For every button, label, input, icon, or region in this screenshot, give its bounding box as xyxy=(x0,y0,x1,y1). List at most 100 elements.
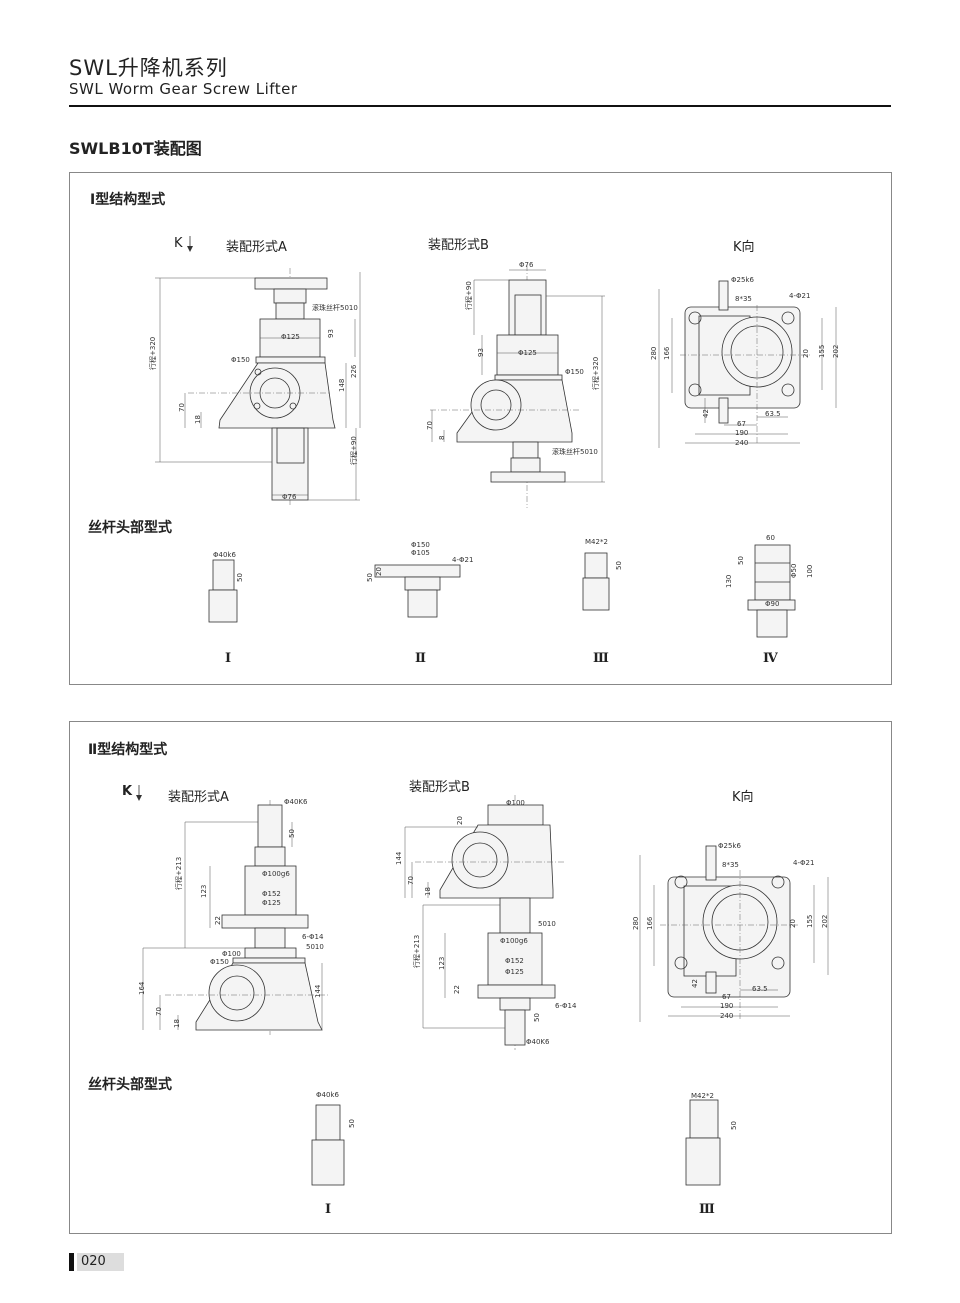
dimension-label: Φ100 xyxy=(222,950,241,958)
dimension-label: 144 xyxy=(395,851,403,865)
dimension-label: 行程+90 xyxy=(464,281,473,310)
k-view-label: K向 xyxy=(733,240,755,255)
dimension-label: 行程+90 xyxy=(349,436,358,465)
dimension-label: 滚珠丝杆5010 xyxy=(552,447,598,456)
panel-title: Ⅱ型结构型式 xyxy=(88,742,168,758)
dimension-label: 155 xyxy=(806,915,814,928)
dimension-label: 50 xyxy=(288,829,296,838)
dimension-label: 50 xyxy=(533,1013,541,1022)
dimension-label: 100 xyxy=(806,565,814,578)
head-type-label: Ⅲ xyxy=(699,1202,715,1217)
dimension-label: 50 xyxy=(348,1119,356,1128)
dimension-label: 70 xyxy=(178,403,186,412)
dimension-label: 164 xyxy=(138,981,146,995)
dimension-label: 4-Φ21 xyxy=(452,556,473,564)
dimension-label: 5010 xyxy=(538,920,556,928)
assembly-form-a-label: 装配形式A xyxy=(226,240,287,255)
dimension-label: 6-Φ14 xyxy=(555,1002,577,1010)
dimension-label: Φ125 xyxy=(262,899,281,907)
form-b-drawing xyxy=(430,265,605,508)
dimension-label: 70 xyxy=(155,1007,163,1016)
dimension-label: 8*35 xyxy=(722,861,739,869)
dimension-label: 22 xyxy=(214,916,222,925)
head-type-label: Ⅳ xyxy=(763,651,778,666)
dimension-label: 行程+213 xyxy=(412,935,421,968)
dimension-label: Φ150 xyxy=(231,356,250,364)
dimension-label: 190 xyxy=(720,1002,733,1010)
screw-head-drawings xyxy=(208,544,796,638)
dimension-label: 4-Φ21 xyxy=(789,292,810,300)
dimension-label: Φ100 xyxy=(506,799,525,807)
head-type-label: Ⅱ xyxy=(415,651,426,666)
k-view-drawing xyxy=(639,845,829,1022)
dimension-label: 18 xyxy=(424,887,432,896)
screw-head-types-title: 丝杆头部型式 xyxy=(88,1077,172,1093)
dimension-label: 50 xyxy=(730,1121,738,1130)
head-type-label: Ⅰ xyxy=(225,651,232,666)
dimension-label: 行程+320 xyxy=(591,357,600,390)
dimension-label: Φ40k6 xyxy=(213,551,236,559)
dimension-label: 滚珠丝杆5010 xyxy=(312,303,358,312)
dimension-label: 20 xyxy=(789,919,797,928)
dimension-label: 行程+320 xyxy=(148,337,157,370)
dimension-label: 行程+213 xyxy=(174,857,183,890)
dimension-label: 67 xyxy=(737,420,746,428)
screw-head-drawings xyxy=(311,1099,721,1186)
dimension-label: 226 xyxy=(350,364,358,378)
dimension-label: 63.5 xyxy=(765,410,781,418)
dimension-label: 4-Φ21 xyxy=(793,859,814,867)
dimension-label: Φ40K6 xyxy=(284,798,308,806)
dimension-label: 240 xyxy=(720,1012,733,1020)
dimension-label: 50 xyxy=(615,561,623,570)
dimension-label: 148 xyxy=(338,379,346,392)
dimension-label: 50 xyxy=(236,573,244,582)
dimension-label: 202 xyxy=(832,345,840,358)
form-b-drawing xyxy=(404,795,565,1050)
dimension-label: 18 xyxy=(173,1019,181,1028)
page-number-marker xyxy=(69,1253,74,1271)
dimension-label: M42*2 xyxy=(585,538,608,546)
dimension-label: 20 xyxy=(375,567,383,576)
dimension-label: Φ125 xyxy=(505,968,524,976)
type-1-structure-panel: Ⅰ型结构型式 K 装配形式A 装配形式B K向 丝杆头部型式 Ⅰ Ⅱ Ⅲ Ⅳ xyxy=(69,172,892,685)
dimension-label: 5010 xyxy=(306,943,324,951)
dimension-label: Φ105 xyxy=(411,549,430,557)
dimension-label: 42 xyxy=(691,979,699,988)
dimension-label: Φ152 xyxy=(262,890,281,898)
dimension-label: 42 xyxy=(702,409,710,418)
dimension-label: 202 xyxy=(821,915,829,928)
assembly-form-b-label: 装配形式B xyxy=(428,238,489,253)
k-view-label: K向 xyxy=(732,790,754,805)
dimension-label: Φ90 xyxy=(765,600,779,608)
dimension-label: 20 xyxy=(456,816,464,825)
dimension-label: 280 xyxy=(632,917,640,930)
dimension-label: 18 xyxy=(194,415,202,424)
dimension-label: 190 xyxy=(735,429,748,437)
section-title: SWLB10T装配图 xyxy=(69,139,202,158)
dimension-label: Φ40k6 xyxy=(316,1091,339,1099)
dimension-label: Φ76 xyxy=(519,261,534,269)
type-2-structure-panel: Ⅱ型结构型式 K 装配形式A 装配形式B K向 丝杆头部型式 Ⅰ Ⅲ xyxy=(69,721,892,1234)
dimension-label: 93 xyxy=(327,329,335,338)
dimension-label: 22 xyxy=(453,985,461,994)
dimension-label: 50 xyxy=(737,556,745,565)
dimension-label: 240 xyxy=(735,439,748,447)
screw-head-types-title: 丝杆头部型式 xyxy=(88,520,172,536)
dimension-label: Φ76 xyxy=(282,493,297,501)
panel-title: Ⅰ型结构型式 xyxy=(90,192,166,208)
dimension-label: 280 xyxy=(650,347,658,360)
dimension-label: 6-Φ14 xyxy=(302,933,324,941)
head-type-label: Ⅰ xyxy=(325,1202,332,1217)
page-number: 020 xyxy=(77,1253,124,1271)
header-divider xyxy=(69,105,891,107)
form-a-drawing xyxy=(155,268,361,505)
dimension-label: 70 xyxy=(426,421,434,430)
assembly-form-b-label: 装配形式B xyxy=(409,780,470,795)
k-view-drawing xyxy=(658,280,837,448)
dimension-label: 67 xyxy=(722,993,731,1001)
form-a-drawing xyxy=(142,800,330,1035)
dimension-label: M42*2 xyxy=(691,1092,714,1100)
assembly-form-a-label: 装配形式A xyxy=(168,790,229,805)
dimension-label: 8*35 xyxy=(735,295,752,303)
